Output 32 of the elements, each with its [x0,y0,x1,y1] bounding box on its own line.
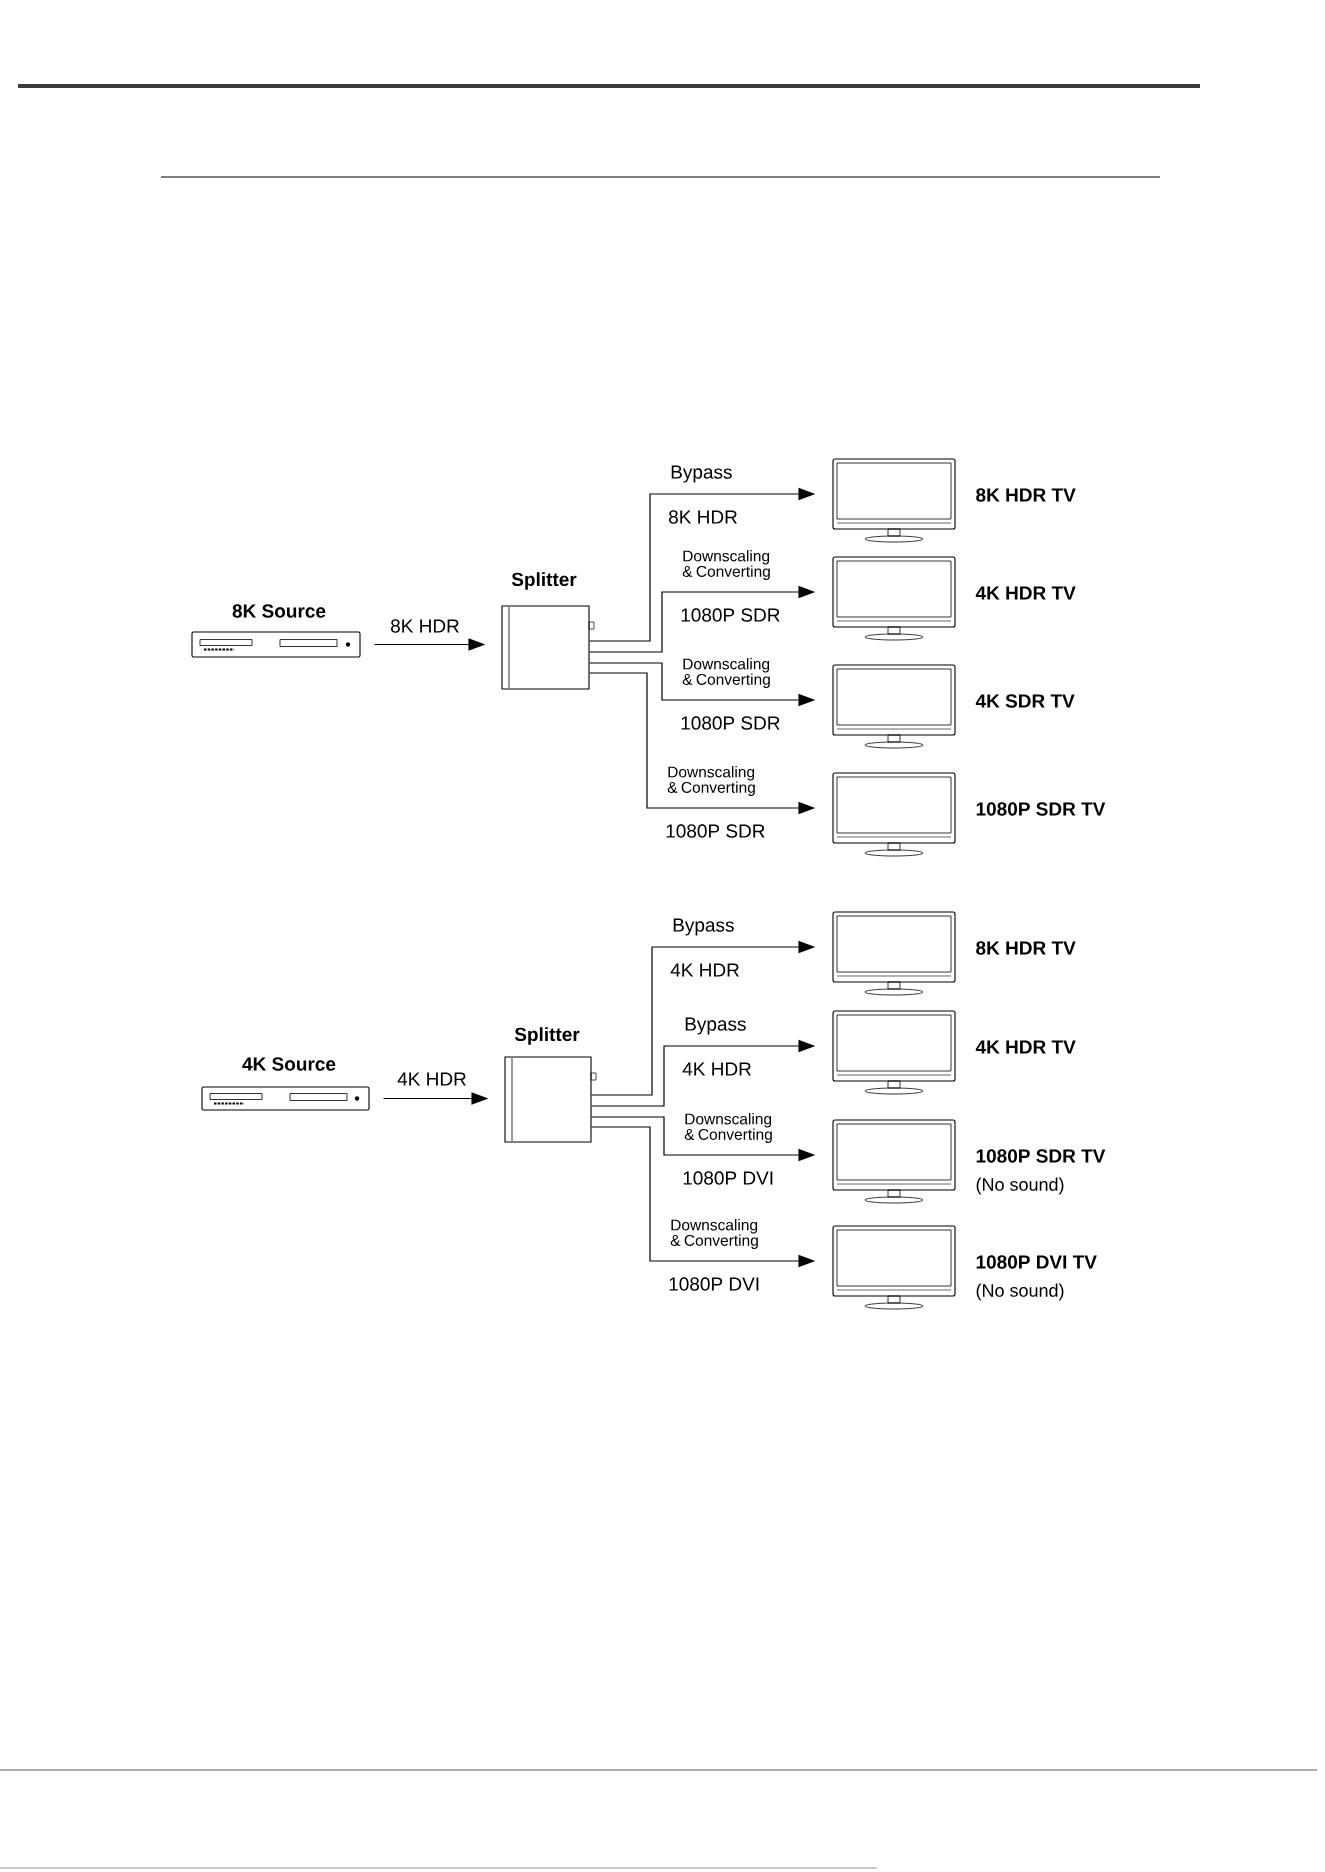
edge-label: 8K HDR [391,619,459,633]
edge-label: Downscaling & Converting [682,658,770,688]
signal-label: 4K HDR [670,963,739,977]
edge-label: Bypass [673,918,734,936]
tv-note: (No sound) [976,1283,1064,1301]
device-label: Splitter [514,1027,580,1045]
edge-label: 4K HDR [397,1072,466,1086]
edge-label: Downscaling & Converting [684,1113,772,1143]
edge-label: Downscaling & Converting [682,550,770,580]
device-label: 4K Source [242,1057,336,1071]
signal-label: 8K HDR [669,510,737,524]
edge-label: Downscaling & Converting [667,766,755,796]
edge-label: Bypass [685,1017,746,1035]
tv-label: 8K HDR TV [976,941,1076,955]
device-label: Splitter [511,572,577,590]
edge-label: Downscaling & Converting [670,1219,758,1249]
signal-label: 1080P DVI [669,1277,759,1291]
signal-label: 4K HDR [682,1062,751,1076]
signal-label: 1080P DVI [683,1171,773,1185]
edge-label: Bypass [671,465,732,483]
tv-label: 4K HDR TV [975,586,1076,600]
tv-label: 1080P DVI TV [976,1255,1097,1269]
signal-label: 1080P SDR [681,608,780,622]
tv-label: 1080P SDR TV [976,1149,1106,1163]
tv-note: (No sound) [976,1177,1064,1195]
tv-label: 1080P SDR TV [976,802,1106,816]
tv-label: 4K HDR TV [975,1040,1076,1054]
tv-label: 4K SDR TV [975,694,1075,708]
signal-label: 1080P SDR [666,824,765,838]
signal-label: 1080P SDR [681,716,780,730]
tv-label: 8K HDR TV [976,488,1076,502]
device-label: 8K Source [232,604,326,618]
